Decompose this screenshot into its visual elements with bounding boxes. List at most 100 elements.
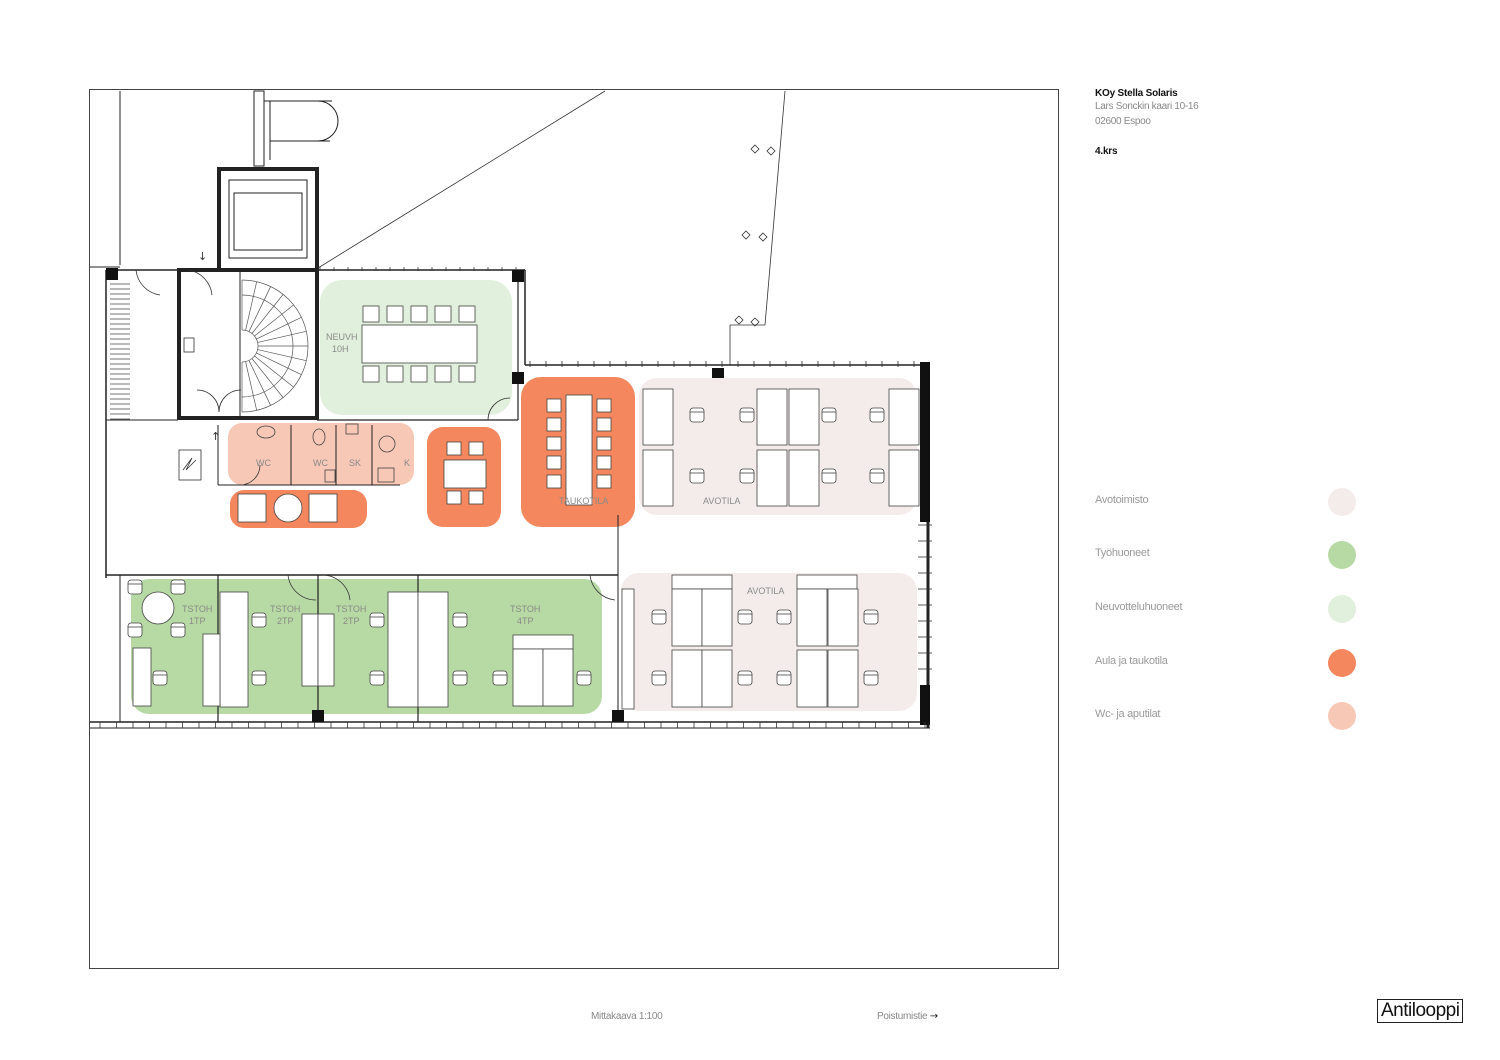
desk	[827, 588, 859, 647]
chair	[776, 670, 792, 686]
room-neuvh-size: 10H	[332, 344, 349, 354]
desk	[671, 649, 703, 708]
room-tstoh1-size: 1TP	[189, 616, 206, 626]
break-chair	[546, 436, 562, 451]
desk	[756, 388, 788, 446]
desk	[671, 588, 703, 647]
desk	[888, 449, 920, 507]
cafe-chair	[468, 490, 484, 505]
meeting-chair	[362, 305, 380, 323]
meeting-chair	[458, 365, 476, 383]
desk	[788, 449, 820, 507]
chair	[739, 468, 755, 484]
legend-label: Avotoimisto	[1095, 494, 1149, 506]
kitchen-unit	[377, 467, 395, 483]
toilet	[312, 428, 326, 446]
meeting-chair	[170, 622, 186, 638]
window-mullions	[99, 144, 932, 728]
chair	[863, 670, 879, 686]
chair	[251, 670, 267, 686]
misc-symbols: ↓ ↑	[135, 250, 616, 601]
meeting-chair	[362, 365, 380, 383]
break-chair	[546, 398, 562, 413]
zone-tyohuoneet	[131, 579, 602, 714]
chair	[452, 612, 468, 628]
zone-wc-aputilat	[228, 423, 414, 485]
room-neuvh-name: NEUVH	[326, 332, 358, 342]
break-chair	[596, 474, 612, 489]
meeting-chair	[410, 365, 428, 383]
desk	[542, 648, 574, 707]
room-tstoh4-name: TSTOH	[510, 604, 540, 614]
break-chair	[546, 474, 562, 489]
room-taukotila-label: TAUKOTILA	[559, 496, 608, 506]
chair	[869, 468, 885, 484]
meeting-chair	[434, 365, 452, 383]
room-avotila-bottom-label: AVOTILA	[747, 586, 784, 596]
desk	[796, 649, 828, 708]
meeting-chair	[434, 305, 452, 323]
meeting-chair	[127, 579, 143, 595]
desk	[512, 648, 544, 707]
scale-label: Mittakaava 1:100	[591, 1011, 663, 1022]
lounge-chair	[237, 493, 267, 523]
lounge-chair	[308, 493, 338, 523]
desk	[642, 449, 674, 507]
desk	[301, 613, 319, 687]
legend-swatch	[1328, 595, 1356, 623]
title-block: KOy Stella Solaris Lars Sonckin kaari 10…	[1095, 88, 1395, 157]
round-table	[141, 591, 175, 625]
break-chair	[546, 417, 562, 432]
floor-plan-frame	[89, 89, 1059, 969]
site-lines	[317, 90, 786, 365]
legend-item-avotoimisto: Avotoimisto	[1095, 488, 1365, 524]
room-wc2-label: WC	[313, 458, 328, 468]
utility-sink	[345, 423, 359, 435]
chair	[369, 670, 385, 686]
sink	[256, 425, 276, 439]
desk	[317, 613, 335, 687]
room-tstoh4-size: 4TP	[517, 616, 534, 626]
desk	[888, 388, 920, 446]
chair	[737, 609, 753, 625]
room-tstoh2b-size: 2TP	[343, 616, 360, 626]
legend-item-tyohuoneet: Työhuoneet	[1095, 541, 1365, 577]
legend-label: Työhuoneet	[1095, 547, 1150, 559]
furniture	[110, 283, 920, 710]
spiral-stair	[241, 279, 309, 413]
room-tstoh1-name: TSTOH	[182, 604, 212, 614]
cafe-chair	[446, 441, 462, 456]
desk	[796, 588, 828, 647]
chair	[863, 609, 879, 625]
room-sk-label: SK	[349, 458, 361, 468]
chair	[251, 612, 267, 628]
legend-swatch	[1328, 488, 1356, 516]
wc-sink	[324, 469, 336, 483]
room-labels: NEUVH 10H WC WC SK K TAUKOTILA AVOTILA A…	[182, 332, 784, 626]
room-wc1-label: WC	[256, 458, 271, 468]
legend-label: Aula ja taukotila	[1095, 655, 1168, 667]
chair	[821, 468, 837, 484]
chair	[452, 670, 468, 686]
room-tstoh2a-size: 2TP	[277, 616, 294, 626]
chair	[492, 670, 508, 686]
legend-label: Neuvotteluhuoneet	[1095, 601, 1183, 613]
chair	[651, 609, 667, 625]
chair	[689, 468, 705, 484]
company-name: KOy Stella Solaris	[1095, 88, 1178, 99]
desk-top-edge	[671, 574, 733, 590]
desk	[132, 647, 152, 707]
chair	[869, 407, 885, 423]
break-chair	[596, 436, 612, 451]
floor-label: 4.krs	[1095, 146, 1118, 157]
cafe-chair	[446, 490, 462, 505]
structural-columns	[106, 268, 930, 725]
cafe-chair	[468, 441, 484, 456]
desk	[387, 591, 419, 708]
meeting-chair	[127, 622, 143, 638]
chair	[739, 407, 755, 423]
storage-cabinet	[621, 588, 635, 710]
desk	[827, 649, 859, 708]
legend-item-wc-aputilat: Wc- ja aputilat	[1095, 702, 1365, 738]
